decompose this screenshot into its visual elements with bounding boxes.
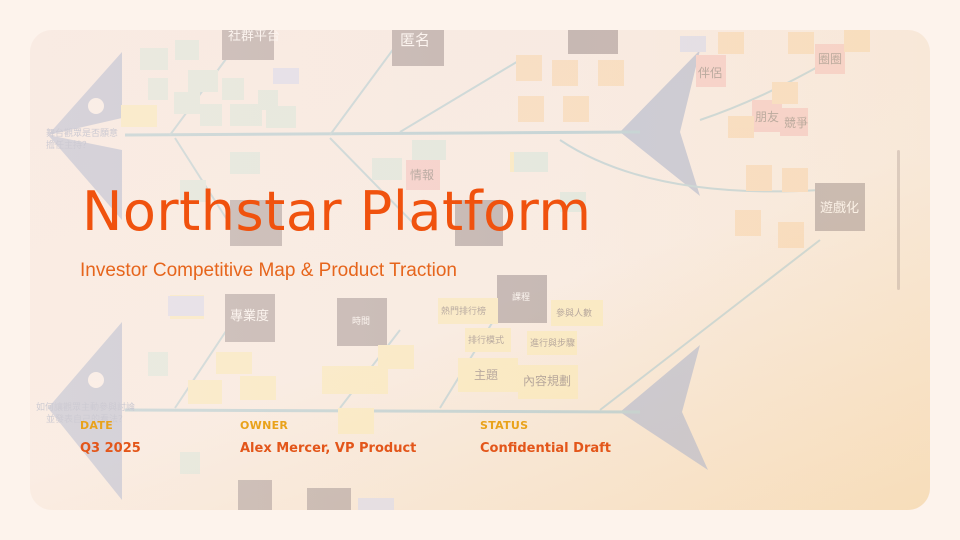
svg-text:舞台觀眾是否願意: 舞台觀眾是否願意 <box>46 127 118 139</box>
title-slide: 社群平台 匿名 遊戲化 專業度 時間 課程 主題 內容規劃 伴侶 圈圈 朋友 競… <box>30 30 930 510</box>
meta-date-value: Q3 2025 <box>80 441 141 456</box>
svg-text:參與人數: 參與人數 <box>556 307 592 319</box>
meta-owner-value: Alex Mercer, VP Product <box>240 441 417 456</box>
slide-subtitle: Investor Competitive Map & Product Tract… <box>80 260 457 281</box>
svg-text:熱門排行榜: 熱門排行榜 <box>441 305 486 317</box>
background-wash <box>30 30 930 510</box>
svg-text:內容規劃: 內容規劃 <box>523 373 571 388</box>
svg-text:情報: 情報 <box>410 168 434 182</box>
svg-text:遊戲化: 遊戲化 <box>820 201 859 216</box>
svg-text:課程: 課程 <box>512 291 530 303</box>
fishbone-diagram-background: 社群平台 匿名 遊戲化 專業度 時間 課程 主題 內容規劃 伴侶 圈圈 朋友 競… <box>36 30 870 510</box>
meta-status-label: STATUS <box>480 419 529 432</box>
svg-text:並發表自己的看法？: 並發表自己的看法？ <box>46 413 127 425</box>
svg-text:主題: 主題 <box>474 368 498 382</box>
slide-title: Northstar Platform <box>82 180 592 243</box>
meta-date: DATE Q3 2025 <box>80 419 141 456</box>
vertical-scrollbar[interactable] <box>897 150 900 290</box>
svg-text:進行與步驟: 進行與步驟 <box>530 337 575 349</box>
fish-tail-bottom <box>620 345 708 470</box>
svg-text:時間: 時間 <box>352 316 370 327</box>
svg-text:如何讓觀眾主動參與討論: 如何讓觀眾主動參與討論 <box>36 401 135 413</box>
meta-owner: OWNER Alex Mercer, VP Product <box>240 419 416 456</box>
svg-text:伴侶: 伴侶 <box>698 66 722 80</box>
fish-tail-top <box>620 50 700 196</box>
meta-owner-label: OWNER <box>240 419 289 432</box>
fish-head-top <box>48 52 122 135</box>
svg-text:匿名: 匿名 <box>400 31 430 49</box>
meta-date-label: DATE <box>80 419 114 432</box>
fish-head-bottom <box>48 322 122 500</box>
svg-text:朋友: 朋友 <box>755 110 779 124</box>
fish-head-top-lower <box>48 135 122 220</box>
meta-status-value: Confidential Draft <box>480 441 612 456</box>
svg-text:專業度: 專業度 <box>230 308 269 324</box>
svg-text:擔任主持？: 擔任主持？ <box>46 139 91 151</box>
svg-text:社群平台: 社群平台 <box>228 30 280 44</box>
svg-text:排行模式: 排行模式 <box>468 334 504 346</box>
meta-status: STATUS Confidential Draft <box>480 419 611 456</box>
svg-text:圈圈: 圈圈 <box>818 52 842 66</box>
svg-text:競爭: 競爭 <box>784 115 808 130</box>
